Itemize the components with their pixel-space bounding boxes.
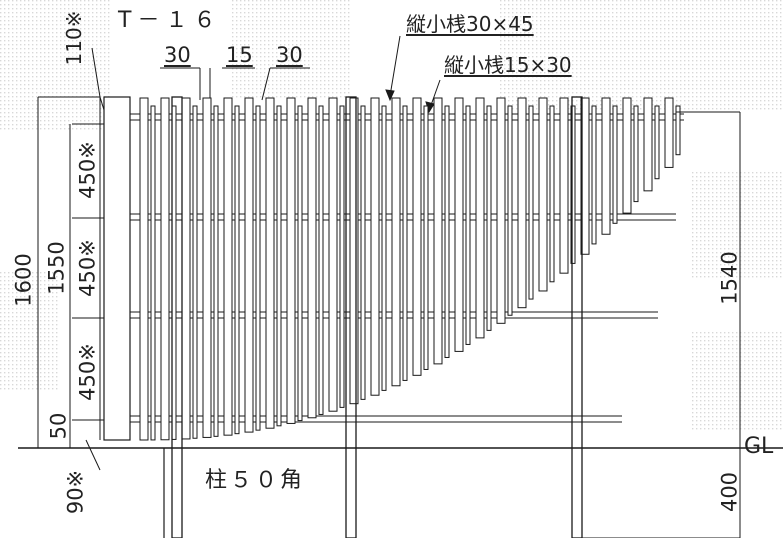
- top-gap-label: 110※: [62, 10, 86, 66]
- narrow-picket: [654, 105, 660, 180]
- wide-picket: [286, 97, 296, 424]
- wide-picket: [328, 97, 338, 412]
- wide-picket: [517, 97, 527, 309]
- wide-picket: [307, 97, 317, 419]
- picket-width-label-2: 15: [226, 43, 253, 67]
- narrow-picket: [591, 105, 597, 245]
- total-height-label: 1600: [11, 253, 36, 307]
- wide-picket: [139, 97, 149, 441]
- wide-picket: [559, 97, 569, 274]
- wide-picket: [412, 97, 422, 376]
- callout-wide-picket: 縦小桟30×45: [406, 12, 534, 36]
- wide-picket: [244, 97, 254, 433]
- wide-picket: [160, 97, 170, 441]
- narrow-picket: [255, 105, 261, 431]
- wide-picket: [223, 97, 233, 436]
- narrow-picket: [612, 105, 618, 224]
- wide-picket: [265, 97, 275, 429]
- wide-picket: [622, 97, 632, 214]
- panel-height-label: 1550: [44, 241, 69, 295]
- narrow-picket: [234, 105, 240, 435]
- narrow-picket: [339, 105, 345, 408]
- post: [345, 96, 357, 538]
- wide-picket: [202, 97, 212, 438]
- embed-depth-label: 400: [717, 471, 742, 513]
- narrow-picket: [423, 105, 429, 370]
- wide-picket: [538, 97, 548, 292]
- watermark-pattern: [0, 0, 783, 430]
- rail-spacing-label-2: 450※: [75, 239, 100, 297]
- end-post: [103, 96, 131, 441]
- narrow-picket: [297, 105, 303, 422]
- narrow-picket: [318, 105, 324, 415]
- narrow-picket: [402, 105, 408, 381]
- narrow-picket: [486, 105, 492, 331]
- picket-width-label-1: 30: [164, 43, 191, 67]
- narrow-picket: [675, 105, 681, 156]
- wide-picket: [643, 97, 653, 192]
- right-height-label: 1540: [717, 251, 742, 305]
- wide-picket: [391, 97, 401, 387]
- narrow-picket: [549, 105, 555, 283]
- post: [171, 96, 183, 538]
- bottom-gap-label: 50: [46, 412, 71, 440]
- narrow-picket: [465, 105, 471, 345]
- narrow-picket: [381, 105, 387, 391]
- wide-picket: [370, 97, 380, 396]
- narrow-picket: [570, 105, 576, 264]
- wide-picket: [664, 97, 674, 168]
- wide-picket: [181, 97, 191, 440]
- narrow-picket: [213, 105, 219, 437]
- narrow-picket: [360, 105, 366, 400]
- right-dimension-lines: [580, 111, 741, 538]
- picket-width-leaders: [160, 67, 310, 101]
- ground-label: GL: [744, 434, 774, 459]
- rail-spacing-label-3: 450※: [75, 343, 100, 401]
- picket-width-label-3: 30: [276, 43, 303, 67]
- post-label: 柱５０角: [205, 468, 306, 493]
- narrow-picket: [528, 105, 534, 300]
- narrow-picket: [276, 105, 282, 427]
- wide-picket: [496, 97, 506, 324]
- model-label: T－１６: [118, 8, 222, 33]
- wide-picket: [580, 97, 590, 255]
- below-ground-gap-label: 90※: [63, 469, 88, 515]
- narrow-picket: [444, 105, 450, 358]
- wide-picket: [433, 97, 443, 365]
- wide-picket: [601, 97, 611, 235]
- fence-body: [103, 96, 684, 538]
- narrow-picket: [150, 105, 156, 441]
- rail-spacing-label-1: 450※: [75, 141, 100, 199]
- wide-picket: [454, 97, 464, 352]
- post: [571, 96, 583, 538]
- wide-picket: [475, 97, 485, 339]
- narrow-picket: [192, 105, 198, 439]
- narrow-picket: [633, 105, 639, 203]
- wide-picket: [349, 97, 359, 405]
- callout-narrow-picket: 縦小桟15×30: [444, 53, 572, 77]
- narrow-picket: [507, 105, 513, 316]
